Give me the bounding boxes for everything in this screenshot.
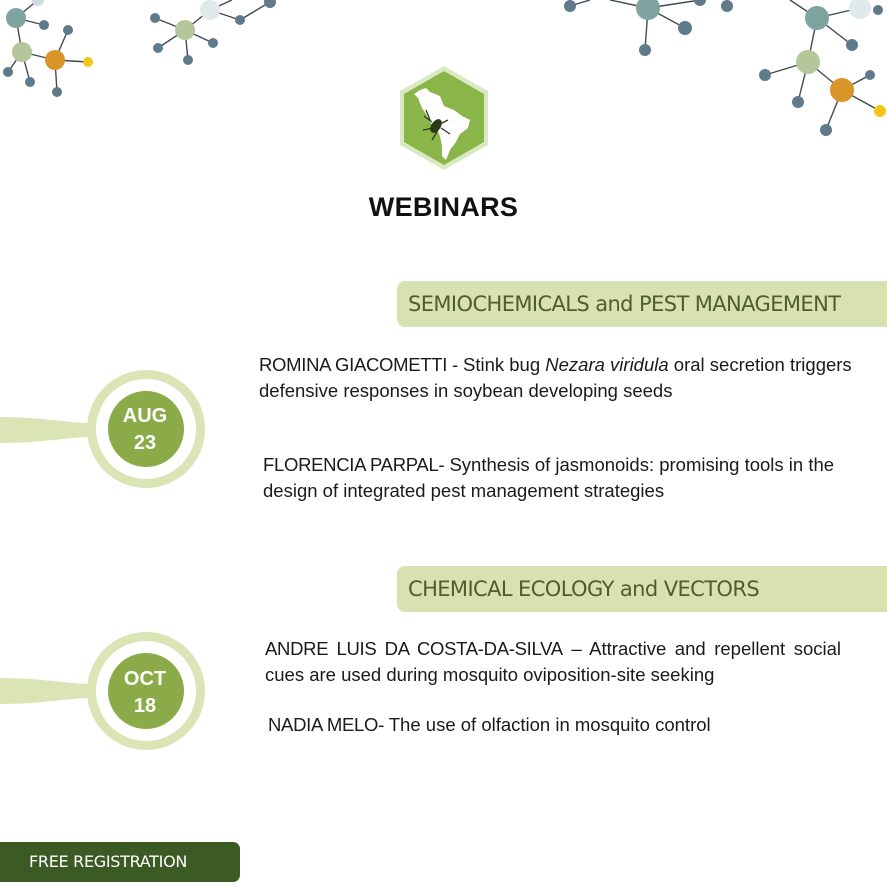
talk-title: Synthesis of jasmonoids: promising tools…: [263, 454, 835, 501]
talk-costa-da-silva: ANDRE LUIS DA COSTA-DA-SILVA – Attractiv…: [265, 636, 841, 688]
section-banner-chemical-ecology: CHEMICAL ECOLOGY and VECTORS: [397, 566, 887, 612]
date-node-aug-23: [0, 370, 205, 488]
speaker-name: ROMINA GIACOMETTI -: [259, 354, 458, 375]
speaker-name: ANDRE LUIS DA COSTA-DA-SILVA: [265, 638, 563, 659]
talk-title: – Attractive and repellent social cues a…: [265, 638, 841, 685]
page-title: WEBINARS: [368, 192, 519, 222]
talk-title-part: oral secretion triggers defensive respon…: [259, 354, 852, 401]
free-registration-button[interactable]: FREE REGISTRATION: [0, 842, 240, 882]
talk-parpal: FLORENCIA PARPAL- Synthesis of jasmonoid…: [263, 452, 863, 504]
talk-title: The use of olfaction in mosquito control: [383, 714, 711, 735]
species-name: Nezara viridula: [545, 354, 669, 375]
speaker-name: NADIA MELO-: [268, 714, 384, 735]
talk-melo: NADIA MELO- The use of olfaction in mosq…: [268, 712, 868, 738]
section-banner-semiochemicals: SEMIOCHEMICALS and PEST MANAGEMENT: [397, 281, 887, 327]
speaker-name: FLORENCIA PARPAL-: [263, 454, 445, 475]
society-logo-icon: [400, 66, 488, 170]
talk-title-part: Stink bug: [457, 354, 546, 375]
talk-giacometti: ROMINA GIACOMETTI - Stink bug Nezara vir…: [259, 352, 859, 404]
date-node-oct-18: [0, 632, 205, 750]
